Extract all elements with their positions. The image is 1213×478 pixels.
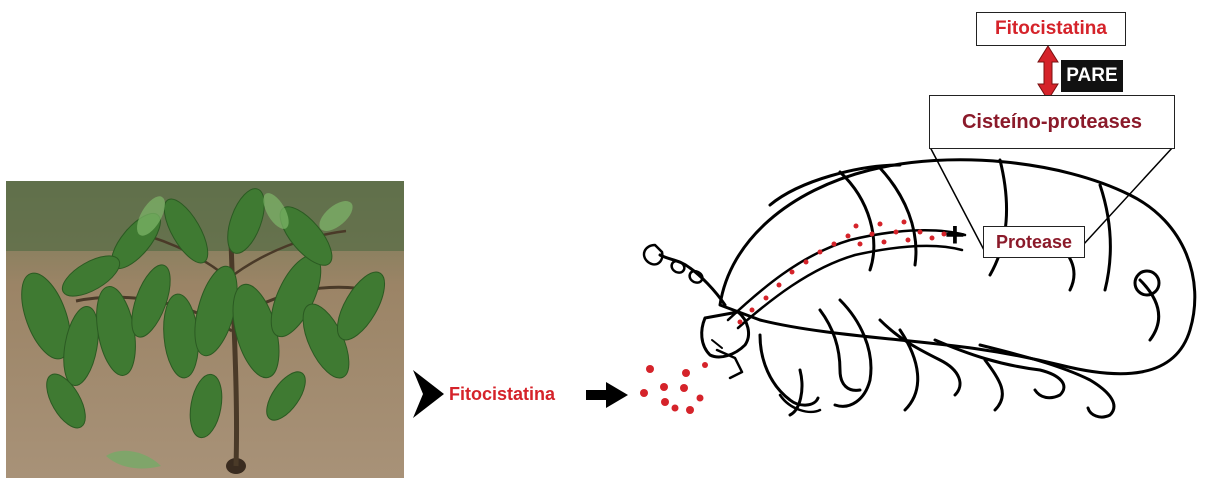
plus-sign: +: [945, 218, 965, 252]
black-chevron-arrow-icon: [413, 370, 444, 418]
red-double-arrow-icon: [1038, 46, 1058, 100]
black-right-arrow-icon: [586, 382, 628, 408]
fitocistatina-bottom-label: Fitocistatina: [449, 384, 555, 405]
fitocistatina-top-label: Fitocistatina: [976, 12, 1126, 46]
protease-label: Protease: [983, 226, 1085, 258]
pare-badge: PARE: [1061, 60, 1123, 92]
insect-drawing: [644, 160, 1195, 417]
fitocistatina-particles: [640, 362, 708, 414]
cisteino-proteases-label: Cisteíno-proteases: [929, 95, 1175, 149]
